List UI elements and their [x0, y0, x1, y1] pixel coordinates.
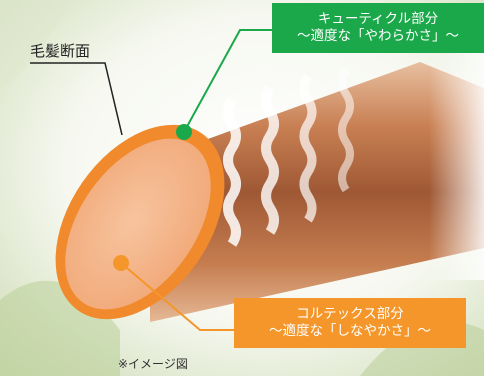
cortex-marker: [113, 255, 129, 271]
cuticle-callout-subtitle: 〜適度な「やわらかさ」〜: [297, 28, 459, 44]
strand-fade: [300, 40, 484, 280]
cortex-callout-title: コルテックス部分: [296, 306, 404, 322]
cuticle-marker: [176, 124, 192, 140]
section-label: 毛髪断面: [30, 42, 91, 60]
fiber-wave: [223, 97, 241, 247]
leaf-shape: [0, 0, 70, 90]
cuticle-callout-title: キューティクル部分: [317, 11, 439, 27]
cuticle-callout: キューティクル部分 〜適度な「やわらかさ」〜: [272, 3, 484, 53]
cortex-callout-subtitle: 〜適度な「しなやかさ」〜: [269, 323, 431, 339]
section-leader-line: [30, 62, 123, 136]
fiber-wave: [261, 85, 279, 235]
cortex-leader-line: [120, 262, 234, 331]
cortex-callout: コルテックス部分 〜適度な「しなやかさ」〜: [234, 298, 466, 348]
cuticle-leader-line: [183, 29, 272, 133]
cortex-face: [65, 138, 211, 310]
image-note: ※イメージ図: [118, 357, 188, 371]
